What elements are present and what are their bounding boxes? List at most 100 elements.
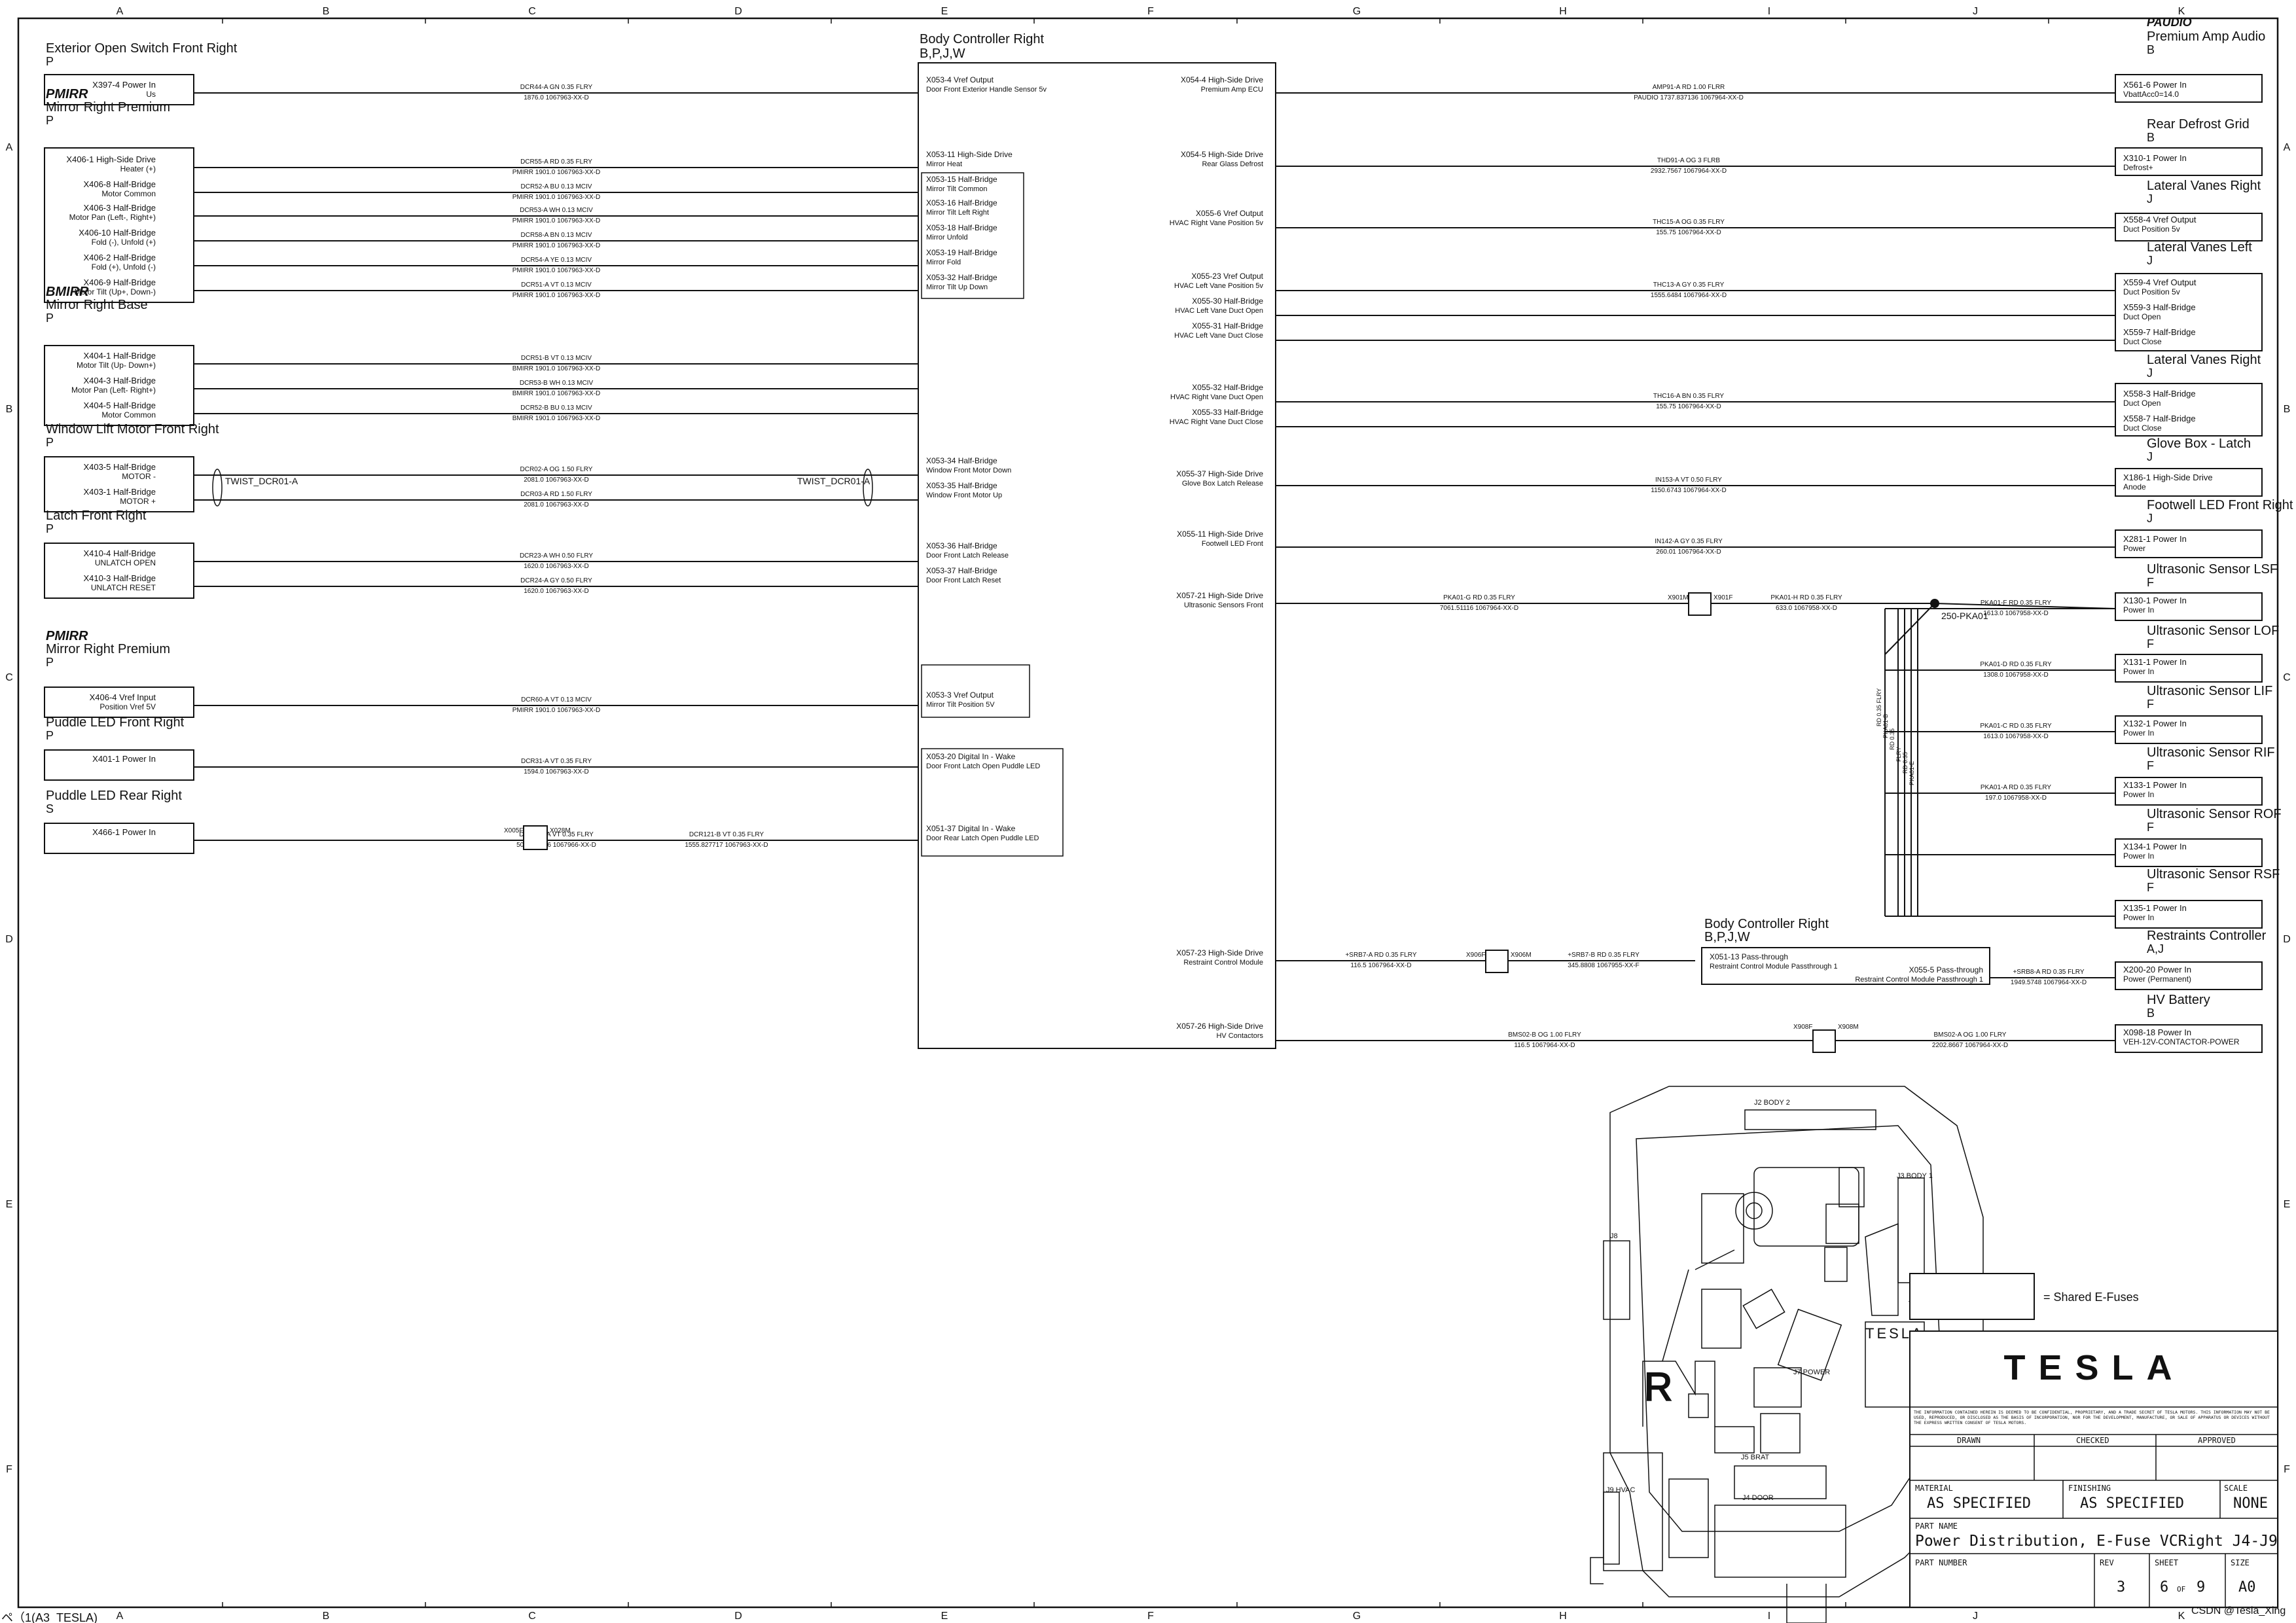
bcr-left-pin-desc: Mirror Unfold [926, 234, 968, 241]
connector-box [2115, 383, 2263, 437]
wire-code: 197.0 1067958-XX-D [1985, 794, 2047, 802]
connector-pin-desc: Power In [2123, 851, 2154, 861]
component-option: F [2147, 637, 2154, 651]
bcr-left-pin: X053-32 Half-Bridge [926, 273, 997, 282]
component-option: J [2147, 450, 2153, 463]
size-label: SIZE [2231, 1558, 2250, 1567]
connector-box [44, 543, 194, 599]
approved-label: APPROVED [2198, 1436, 2236, 1445]
connector-box [2115, 715, 2263, 744]
bcr-left-pin-desc: Mirror Tilt Left Right [926, 209, 989, 217]
connector-box [2115, 1024, 2263, 1053]
tesla-logo: TESLA [2003, 1348, 2185, 1387]
connector-box [2115, 273, 2263, 351]
connector-pin-desc: Duct Position 5v [2123, 224, 2180, 234]
bcr-right-pin-desc: HVAC Left Vane Duct Close [1174, 332, 1263, 340]
wire-code: 1620.0 1067963-XX-D [524, 563, 589, 570]
bcr-left-pin-desc: Mirror Fold [926, 259, 961, 266]
connector-pin: X200-20 Power In [2123, 965, 2191, 974]
bcr-left-pin-desc: Mirror Tilt Position 5V [926, 701, 995, 709]
connector-pin-desc: Motor Tilt (Up- Down+) [77, 361, 156, 370]
connector-pin: X561-6 Power In [2123, 80, 2187, 90]
scale-label: SCALE [2224, 1484, 2248, 1493]
sheet-label: SHEET [2155, 1558, 2178, 1567]
component-option: F [2147, 759, 2154, 772]
component-prefix: PMIRR [46, 629, 88, 643]
twist-label: TWIST_DCR01-A [225, 476, 298, 486]
component-title: HV Battery [2147, 993, 2210, 1007]
wire-code: 505.872276 1067966-XX-D [516, 842, 596, 849]
bcr2-pin: X051-13 Pass-through [1710, 952, 1788, 961]
component-title: Puddle LED Front Right [46, 715, 185, 730]
bcr-left-pin: X053-3 Vref Output [926, 690, 994, 700]
bcr-right-pin: X057-23 High-Side Drive [1176, 948, 1263, 957]
sheet-of: OF [2177, 1585, 2185, 1594]
grid-row-label-right: E [2284, 1199, 2291, 1210]
wire-label: PKA01-G RD 0.35 FLRY [1443, 594, 1515, 601]
connector-pin-desc: Power In [2123, 913, 2154, 922]
connector-pin-desc: Power In [2123, 790, 2154, 799]
connector-pin-desc: Power In [2123, 605, 2154, 615]
bcr-right-pin-desc: Restraint Control Module [1183, 959, 1263, 967]
twist-marker [863, 469, 873, 507]
wire-code: 2202.8667 1067964-XX-D [1932, 1042, 2008, 1049]
fusebox-label: J5 BRAT [1741, 1454, 1769, 1461]
wire-code: 2932.7567 1067964-XX-D [1651, 168, 1727, 175]
wire-label: DCR51-B VT 0.13 MCIV [521, 355, 592, 362]
bcr2-options: B,P,J,W [1704, 930, 1750, 944]
bcr-left-pin: X053-11 High-Side Drive [926, 150, 1013, 159]
grid-col-label-top: F [1147, 6, 1154, 17]
wire-label: DCR44-A GN 0.35 FLRY [520, 84, 593, 91]
connector-pin-desc: Motor Tilt (Up+, Down-) [75, 287, 156, 296]
title-block: TESLA THE INFORMATION CONTAINED HEREIN I… [1909, 1330, 2278, 1608]
sheet-total: 9 [2197, 1579, 2205, 1596]
connector-box [2115, 529, 2263, 558]
connector-pin: X558-7 Half-Bridge [2123, 414, 2196, 423]
connector-pin-desc: Position Vref 5V [99, 702, 156, 711]
connector-pin-desc: Power In [2123, 667, 2154, 676]
wire-label: DCR54-A YE 0.13 MCIV [521, 257, 592, 264]
connector-pin: X406-2 Half-Bridge [83, 253, 156, 262]
vertical-wire-label: RD 0.35 [1889, 728, 1895, 750]
inline-connector-label: X906M [1511, 952, 1532, 959]
bcr-left-pin-desc: Mirror Heat [926, 160, 962, 168]
bcr2-title: Body Controller Right [1704, 917, 1829, 931]
wire-label: +SRB7-A RD 0.35 FLRY [1345, 952, 1416, 959]
grid-row-label-left: F [6, 1464, 12, 1475]
connector-box [44, 147, 194, 303]
wire-label: PKA01-H RD 0.35 FLRY [1770, 594, 1842, 601]
component-title: Mirror Right Premium [46, 642, 170, 656]
size-value: A0 [2238, 1579, 2256, 1596]
connector-pin: X559-3 Half-Bridge [2123, 302, 2196, 312]
connector-box [2115, 961, 2263, 990]
wire-label: THC15-A OG 0.35 FLRY [1653, 219, 1725, 226]
connector-box [44, 687, 194, 718]
bcr-right-pin-desc: HV Contactors [1216, 1032, 1263, 1040]
wire-code: 1594.0 1067963-XX-D [524, 768, 589, 776]
bcr-right-pin-desc: Rear Glass Defrost [1202, 160, 1263, 168]
fusebox-label: J8 [1610, 1232, 1618, 1240]
wire-code: BMIRR 1901.0 1067963-XX-D [512, 415, 601, 422]
connector-pin: X558-4 Vref Output [2123, 215, 2197, 224]
grid-col-label-bottom: G [1353, 1611, 1361, 1622]
grid-row-label-right: C [2283, 672, 2291, 683]
wire-label: THC16-A BN 0.35 FLRY [1653, 393, 1725, 400]
grid-col-label-top: C [528, 6, 536, 17]
wire-label: DCR121-B VT 0.35 FLRY [689, 831, 764, 838]
connector-pin-desc: Duct Close [2123, 337, 2162, 346]
connector-pin-desc: Fold (-), Unfold (+) [92, 238, 156, 247]
grid-row-label-left: A [6, 142, 13, 153]
connector-pin: X403-1 Half-Bridge [83, 487, 156, 497]
component-option: F [2147, 821, 2154, 834]
component-title: Window Lift Motor Front Right [46, 422, 219, 437]
wire-code: 1308.0 1067958-XX-D [1983, 671, 2049, 679]
ultrasonic-branch [1884, 603, 1935, 655]
connector-pin: X466-1 Power In [92, 827, 156, 837]
component-title: Ultrasonic Sensor RIF [2147, 745, 2275, 760]
inline-connector [1485, 950, 1509, 973]
connector-pin: X310-1 Power In [2123, 153, 2187, 163]
connector-pin-desc: Motor Common [101, 189, 156, 198]
wire-code: 345.8808 1067955-XX-F [1568, 962, 1640, 969]
connector-pin-desc: UNLATCH OPEN [95, 558, 156, 567]
bcr-right-pin: X057-21 High-Side Drive [1176, 591, 1263, 600]
